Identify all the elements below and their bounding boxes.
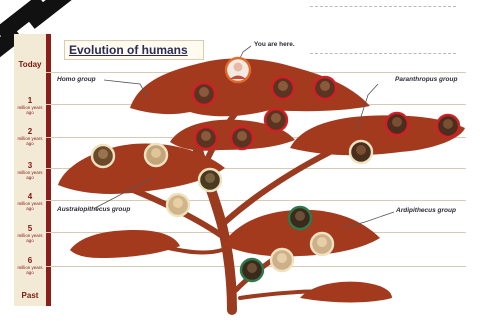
paranthropus-group-label: Paranthropus group — [395, 76, 458, 83]
page-title: Evolution of humans — [64, 40, 204, 60]
portrait-australopithecus — [143, 142, 169, 168]
timeline-tick: Today — [18, 60, 42, 69]
portrait-australopithecus — [197, 167, 223, 193]
portraits — [90, 56, 461, 283]
australopithecus-group-label: Australopithecus group — [57, 206, 131, 213]
portrait-australopithecus — [90, 143, 116, 169]
portrait-homo — [312, 75, 338, 101]
blank-box — [310, 6, 456, 54]
portrait-homo — [229, 125, 255, 151]
portrait-paranthropus — [435, 113, 461, 139]
portrait-ardipithecus — [309, 231, 335, 257]
you-are-here-label: You are here. — [254, 41, 295, 48]
ardipithecus-group-label: Ardipithecus group — [396, 207, 456, 214]
portrait-ardipithecus — [239, 257, 265, 283]
portrait-ardipithecus — [287, 205, 313, 231]
portrait-you-are-here — [224, 56, 252, 84]
grid-line — [46, 168, 466, 169]
timeline-tick: Past — [21, 291, 39, 300]
portrait-australopithecus — [165, 192, 191, 218]
leader-lines — [94, 45, 395, 229]
portrait-ardipithecus — [269, 247, 295, 273]
homo-group-label: Homo group — [57, 76, 96, 83]
portrait-homo — [263, 107, 289, 133]
portrait-homo — [193, 125, 219, 151]
portrait-paranthropus — [348, 139, 374, 165]
portrait-homo — [191, 81, 217, 107]
portrait-homo — [270, 75, 296, 101]
portrait-paranthropus — [384, 111, 410, 137]
